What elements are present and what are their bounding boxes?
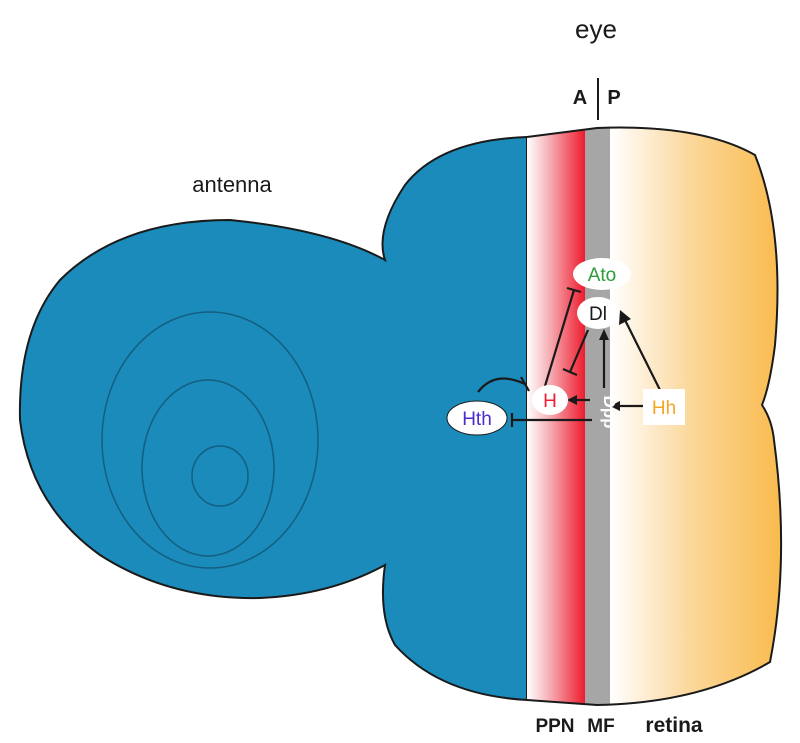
mf-region bbox=[585, 127, 610, 706]
regulatory-network bbox=[477, 286, 661, 427]
ppn-label: PPN bbox=[535, 716, 574, 737]
antennal-disc-region bbox=[18, 135, 528, 702]
node-hth-label: Hth bbox=[462, 409, 492, 430]
node-h-label: H bbox=[543, 391, 557, 412]
antenna-label: antenna bbox=[192, 172, 272, 197]
hth-inhibits-h bbox=[477, 377, 526, 393]
node-ato-label: Ato bbox=[588, 265, 617, 286]
eye-disc-outline bbox=[526, 126, 783, 707]
retina-region bbox=[610, 127, 782, 706]
hh-to-dl-arrow bbox=[624, 319, 661, 391]
axis-a-label: A bbox=[573, 87, 587, 109]
dl-inhibits-h bbox=[568, 329, 590, 373]
dl-inhibits-h-bar bbox=[562, 367, 578, 377]
hh-to-dl-arrowhead bbox=[619, 310, 631, 325]
node-ato: Ato bbox=[573, 258, 631, 290]
node-hh-label: Hh bbox=[652, 398, 676, 419]
eye-label: eye bbox=[575, 14, 617, 44]
h-inhibits-ato bbox=[543, 289, 576, 387]
hth-inhibits-h-bar bbox=[520, 376, 530, 392]
axis-p-label: P bbox=[607, 87, 620, 109]
node-hh: Hh bbox=[643, 389, 685, 425]
antenna-ring-inner bbox=[191, 445, 249, 507]
ppn-region bbox=[527, 127, 585, 706]
node-hth: Hth bbox=[446, 400, 508, 436]
node-dl-label: Dl bbox=[589, 304, 607, 325]
node-h: H bbox=[532, 385, 568, 415]
antenna-ring-middle bbox=[141, 379, 275, 557]
node-dpp-label: Dpp bbox=[600, 395, 619, 428]
retina-label: retina bbox=[645, 714, 703, 737]
dpp-to-h-arrowhead bbox=[567, 395, 577, 405]
h-inhibits-ato-bar bbox=[566, 286, 582, 294]
node-dl: Dl bbox=[577, 297, 619, 329]
mf-label: MF bbox=[587, 716, 614, 737]
hh-to-dpp-arrowhead bbox=[610, 401, 620, 411]
antenna-ring-outer bbox=[101, 311, 319, 569]
dpp-to-dl-arrowhead bbox=[599, 329, 609, 340]
